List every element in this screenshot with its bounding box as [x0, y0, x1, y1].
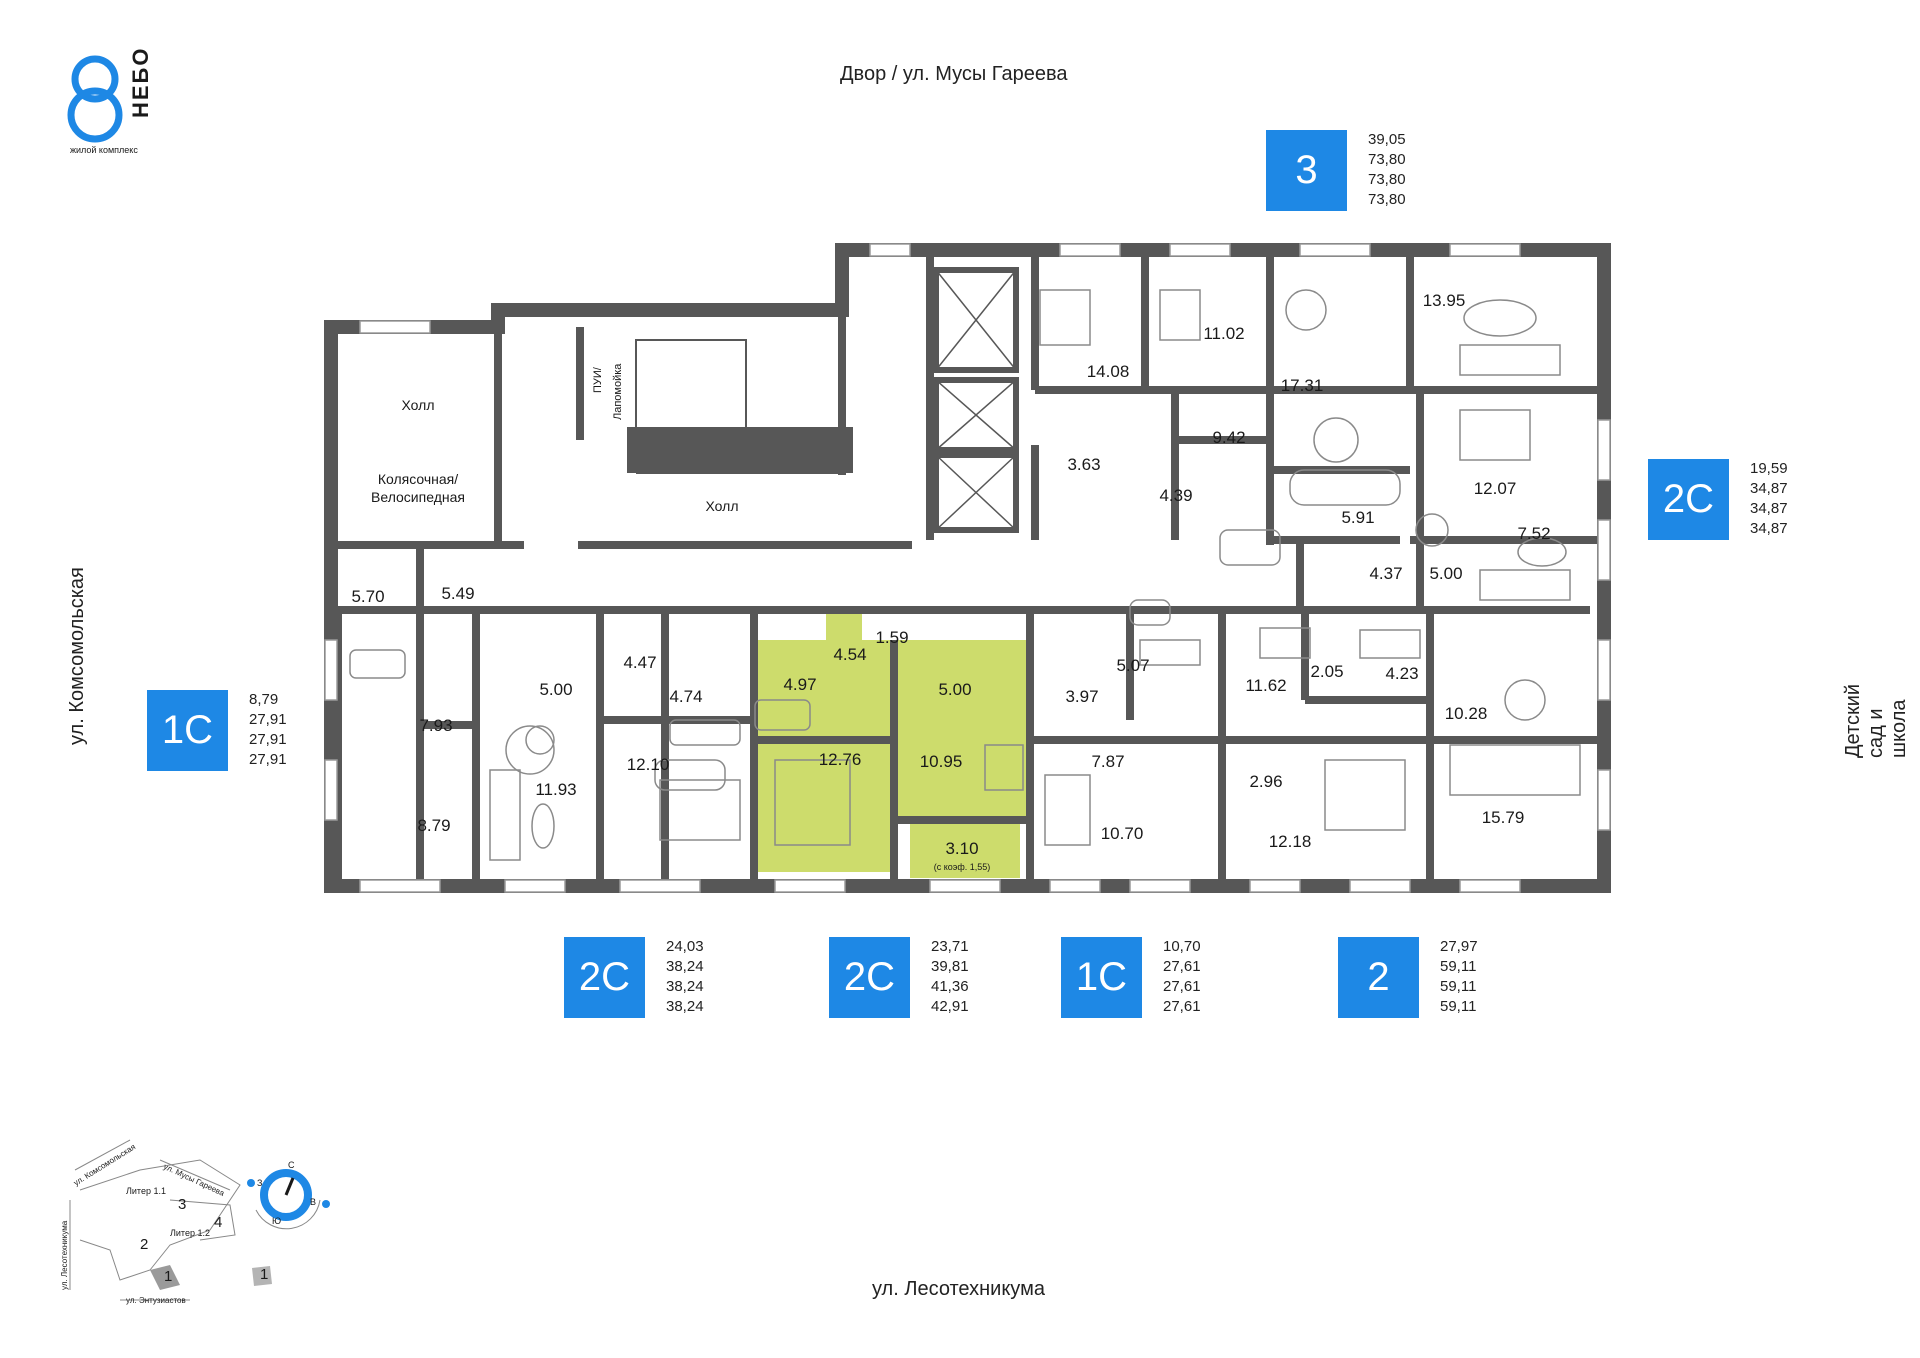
apartment-badge-2[interactable]: 2	[1338, 937, 1419, 1018]
room-area: 7.52	[1517, 524, 1551, 543]
room-area: 4.23	[1385, 664, 1419, 683]
minimap-section: 2	[140, 1236, 149, 1253]
hall-left-label: Холл	[401, 397, 435, 413]
hall-center-label: Холл	[705, 498, 739, 514]
highlighted-apartment	[754, 612, 1026, 878]
room-area: 2.05	[1310, 662, 1344, 681]
room-area: 3.97	[1065, 687, 1099, 706]
room-area: 11.02	[1203, 324, 1245, 343]
logo-eight-icon	[67, 55, 123, 143]
minimap-liter-1: Литер 1.1	[126, 1186, 166, 1196]
apartment-badge-2c-b[interactable]: 2С	[829, 937, 910, 1018]
room-area: 11.62	[1245, 676, 1287, 695]
street-top: Двор / ул. Мусы Гареева	[840, 63, 1068, 85]
room-area: 12.18	[1268, 832, 1312, 851]
room-area: 5.70	[351, 587, 385, 606]
apartment-badge-3[interactable]: 3	[1266, 130, 1347, 211]
logo-subtitle: жилой комплекс	[70, 145, 138, 155]
compass-east: В	[310, 1197, 317, 1207]
compass-north: С	[288, 1160, 295, 1170]
room-area: 17.31	[1280, 376, 1324, 395]
compass-south: Ю	[272, 1216, 282, 1226]
room-area: 9.42	[1212, 428, 1246, 447]
room-area: 5.00	[938, 680, 972, 699]
apartment-badge-1c-south[interactable]: 1С	[1061, 937, 1142, 1018]
room-area: 5.00	[539, 680, 573, 699]
room-area: 5.00	[1429, 564, 1463, 583]
room-area: 5.91	[1341, 508, 1375, 527]
minimap-section: 1	[164, 1268, 173, 1285]
room-area: 4.47	[623, 653, 657, 672]
room-area: 5.07	[1116, 656, 1150, 675]
minimap-section: 3	[178, 1196, 187, 1213]
room-area: 15.79	[1481, 808, 1525, 827]
apartment-badge-2c-east[interactable]: 2С	[1648, 459, 1729, 540]
minimap-street-lesotekhnikuma: ул. Лесотехникума	[60, 1220, 69, 1290]
room-area: 12.76	[818, 750, 862, 769]
room-area: 14.08	[1086, 362, 1130, 381]
compass-west: З	[257, 1178, 263, 1188]
minimap-legend-number: 1	[260, 1266, 269, 1283]
room-area: 4.54	[833, 645, 867, 664]
room-area: 13.95	[1422, 291, 1466, 310]
apartment-badge-1c-west[interactable]: 1С	[147, 690, 228, 771]
room-area: 4.39	[1159, 486, 1193, 505]
minimap-liter-2: Литер 1.2	[170, 1228, 210, 1238]
room-area: 12.10	[626, 755, 670, 774]
room-area: 3.10	[945, 839, 979, 858]
room-area: 1.59	[875, 628, 909, 647]
minimap-section: 4	[214, 1214, 223, 1231]
minimap-street-entuziastov: ул. Энтузиастов	[126, 1296, 186, 1305]
apartment-badge-2c-a[interactable]: 2С	[564, 937, 645, 1018]
room-area: 10.70	[1100, 824, 1144, 843]
room-area: 7.87	[1091, 752, 1125, 771]
room-area: 4.74	[669, 687, 703, 706]
street-bottom: ул. Лесотехникума	[872, 1278, 1045, 1300]
room-area: 8.79	[417, 816, 451, 835]
room-area: 3.63	[1067, 455, 1101, 474]
room-area: 5.49	[441, 584, 475, 603]
room-area: 11.93	[535, 780, 577, 799]
balcony-coefficient: (с коэф. 1,55)	[933, 862, 991, 872]
room-area: 12.07	[1473, 479, 1517, 498]
room-area: 2.96	[1249, 772, 1283, 791]
room-area: 10.95	[919, 752, 963, 771]
room-area: 4.97	[783, 675, 817, 694]
room-area: 7.93	[419, 716, 453, 735]
room-area: 4.37	[1369, 564, 1403, 583]
stroller-room-label-1: Колясочная/	[377, 471, 459, 487]
room-area: 10.28	[1444, 704, 1488, 723]
stroller-room-label-2: Велосипедная	[371, 489, 465, 505]
